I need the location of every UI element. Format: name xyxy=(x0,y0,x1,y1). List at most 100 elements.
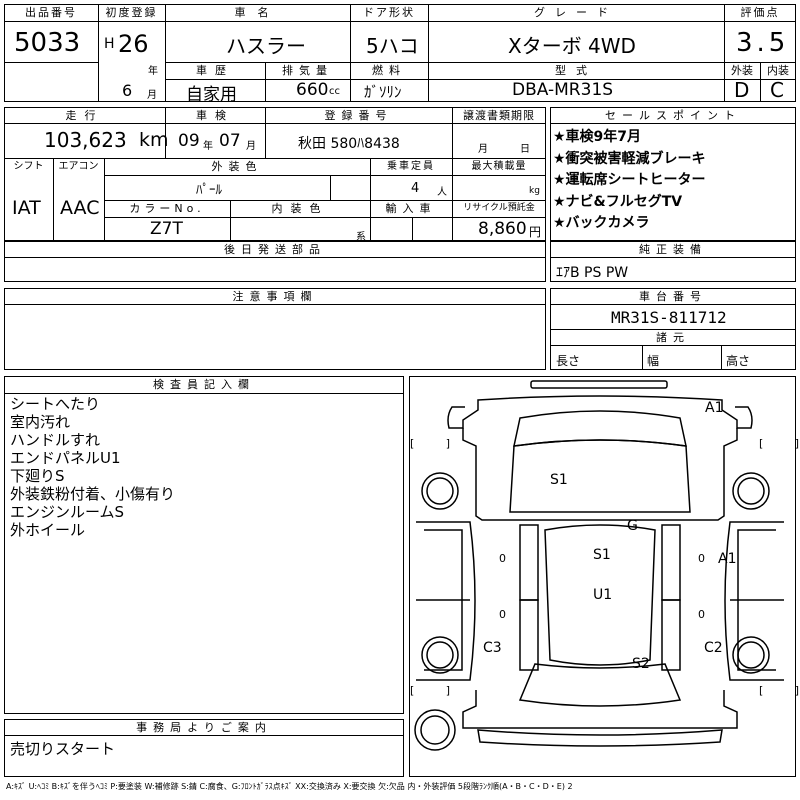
divider xyxy=(230,200,231,241)
model-code: DBA-MR31S xyxy=(512,80,614,100)
divider xyxy=(165,107,166,159)
damage-mark: S2 xyxy=(632,656,650,672)
divider xyxy=(4,21,796,22)
hood-detail xyxy=(509,439,691,513)
left-side-outline xyxy=(416,521,476,681)
diagram-zero: 0 xyxy=(698,552,705,565)
exterior-color-label: 外装色 xyxy=(211,160,263,173)
divider xyxy=(104,200,546,201)
roof-outline xyxy=(544,524,656,666)
divider xyxy=(4,393,404,394)
divider xyxy=(4,62,99,63)
left-door-window xyxy=(519,599,539,671)
damage-mark: S1 xyxy=(593,547,611,563)
aircon-label: エアコン xyxy=(58,161,99,172)
mileage: 103,623 xyxy=(44,128,127,152)
divider xyxy=(550,329,796,330)
divider xyxy=(104,158,105,241)
diagram-zero: 0 xyxy=(499,552,506,565)
rear-right-wheel xyxy=(732,636,770,674)
damage-mark: A1 xyxy=(718,551,737,567)
car-diagram xyxy=(414,380,784,751)
divider xyxy=(724,79,796,80)
spec-length-label: 長さ xyxy=(556,354,581,368)
lot-number: 5033 xyxy=(14,28,81,58)
shift-label: シフト xyxy=(13,161,44,172)
divider xyxy=(4,123,546,124)
mileage-unit: km xyxy=(139,129,169,151)
inspection-month: 07 xyxy=(219,131,241,151)
recycle-unit: 円 xyxy=(529,225,542,239)
inspector-note: シートへたり xyxy=(10,395,101,413)
first-registration-label: 初度登録 xyxy=(105,6,158,19)
divider xyxy=(265,107,266,159)
diagram-bracket: [ ] xyxy=(759,684,799,697)
chassis-number-label: 車台番号 xyxy=(639,290,707,303)
rear-outline xyxy=(462,690,738,729)
right-side-outline xyxy=(724,521,784,681)
right-door-window xyxy=(661,524,681,601)
interior-color-label: 内装色 xyxy=(271,202,329,215)
inspection-month-unit: 月 xyxy=(246,141,256,152)
details-block xyxy=(4,107,546,241)
office-block xyxy=(4,719,404,777)
color-number: Z7T xyxy=(150,219,183,239)
rear-window-outline xyxy=(518,663,682,707)
capacity-unit: 人 xyxy=(437,187,447,198)
exterior-color: ﾊﾟｰﾙ xyxy=(196,183,222,198)
front-bumper-outline xyxy=(447,395,753,429)
sales-points-label: セールスポイント xyxy=(605,109,741,122)
exterior-grade: D xyxy=(734,78,750,102)
divider xyxy=(350,4,351,102)
divider xyxy=(4,158,546,159)
inspector-note: 外ホイール xyxy=(10,521,86,539)
plate-label: 登録番号 xyxy=(324,109,393,122)
front-right-wheel xyxy=(737,477,765,505)
divider xyxy=(724,4,725,102)
front-bumper-outline xyxy=(530,380,668,389)
interior-color-unit: 系 xyxy=(356,232,366,243)
spare-tire xyxy=(414,709,456,751)
fuel: ｶﾞｿﾘﾝ xyxy=(364,83,402,101)
right-door-window xyxy=(661,599,681,671)
interior-grade: C xyxy=(770,78,784,102)
inspector-notes: シートへたり 室内汚れ ハンドルすれ エンドパネルU1 下廻りS 外装鉄粉付着、… xyxy=(10,395,400,539)
inspector-note: ハンドルすれ xyxy=(10,431,101,449)
capacity-label: 乗車定員 xyxy=(387,161,435,172)
score-label: 評価点 xyxy=(740,6,780,19)
displacement-unit: cc xyxy=(329,86,340,97)
mileage-label: 走行 xyxy=(65,109,104,122)
car-history: 自家用 xyxy=(186,85,237,105)
damage-mark: U1 xyxy=(593,587,613,603)
divider xyxy=(428,4,429,102)
registration-year-unit: 年 xyxy=(148,66,158,77)
transfer-month: 月 xyxy=(478,144,488,155)
spare-tire xyxy=(420,715,450,745)
recycle-deposit: 8,860 xyxy=(478,219,527,239)
spec-width-label: 幅 xyxy=(647,354,660,368)
divider xyxy=(721,345,722,370)
registration-year: 26 xyxy=(118,30,149,58)
divider xyxy=(550,345,796,346)
divider xyxy=(452,158,453,241)
front-left-wheel xyxy=(421,472,459,510)
plate-number: 秋田 580ﾊ8438 xyxy=(298,136,400,152)
door-shape-label: ドア形状 xyxy=(363,6,415,19)
sales-point: ★ナビ&フルセグTV xyxy=(553,193,683,210)
inspector-label: 検査員記入欄 xyxy=(153,378,255,391)
diagram-zero: 0 xyxy=(499,608,506,621)
transfer-day: 日 xyxy=(520,144,530,155)
divider xyxy=(104,175,546,176)
inspector-note: 室内汚れ xyxy=(10,413,71,431)
inspector-note: エンドパネルU1 xyxy=(10,449,121,467)
rear-bumper-outline xyxy=(477,729,723,747)
inspector-note: 外装鉄粉付着、小傷有り xyxy=(10,485,176,503)
equipment-block xyxy=(550,241,796,282)
divider xyxy=(370,200,371,241)
divider xyxy=(370,158,371,201)
divider xyxy=(104,217,546,218)
office-label: 事務局よりご案内 xyxy=(136,721,272,734)
equipment-list: ｴｱB PS PW xyxy=(556,265,629,281)
grade: Xターボ 4WD xyxy=(508,34,636,58)
divider xyxy=(165,4,166,63)
